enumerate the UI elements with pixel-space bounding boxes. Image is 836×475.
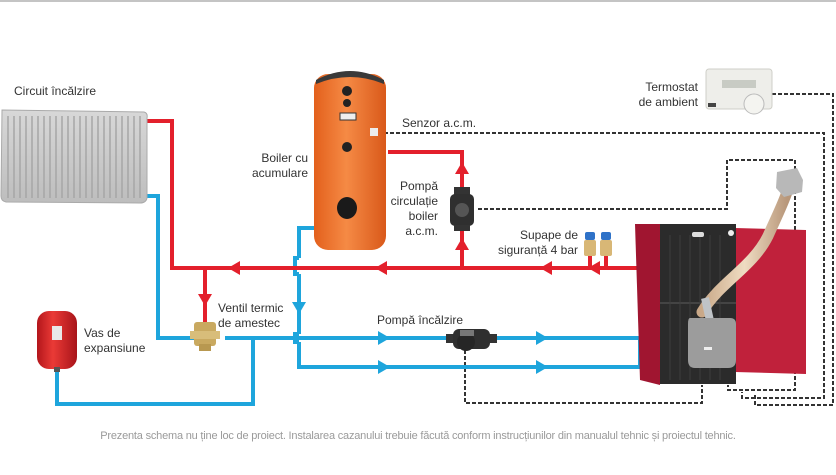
heating-pump-label: Pompă încălzire (377, 313, 464, 327)
arrow-hot-left (228, 261, 240, 275)
heating-pump (446, 329, 497, 351)
safety-valves-label-line2: siguranță 4 bar (497, 243, 578, 257)
safety-valves (584, 232, 612, 256)
burner (688, 318, 736, 368)
thermostat-label-line2: de ambient (638, 95, 698, 109)
arrow-cold-right (378, 331, 390, 345)
arrow-hot-up (455, 162, 469, 174)
expansion-vessel-label-line1: Vas de (84, 326, 121, 340)
arrow-cold-down (292, 302, 306, 314)
pellet-hopper-motor (776, 168, 803, 197)
dhw-tank-label-line2: acumulare (251, 166, 308, 180)
expansion-vessel (37, 311, 77, 372)
top-border (0, 0, 836, 2)
dhw-sensor-plate (370, 128, 378, 136)
thermostat-wire (754, 93, 834, 406)
arrow-hot-left (540, 261, 552, 275)
feed-hose (696, 186, 793, 318)
radiator-return-pipe (146, 194, 195, 340)
safety-valve-stubs (588, 256, 608, 268)
dhw-pump-wire (478, 159, 796, 391)
mixing-valve-label-line1: Ventil termic (218, 301, 284, 315)
brand-plate (339, 112, 357, 121)
arrow-cold-right (536, 360, 548, 374)
safety-valves-label: Supape de siguranță 4 bar (480, 228, 578, 258)
mixing-valve (190, 322, 220, 351)
radiator-label: Circuit încălzire (14, 84, 97, 98)
radiator-supply-pipe (146, 119, 640, 270)
expansion-pipe (55, 338, 255, 406)
heating-pump-wire (464, 350, 703, 404)
arrow-cold-right (536, 331, 548, 345)
boiler-left-panel (635, 224, 660, 385)
mixing-valve-label: Ventil termic de amestec (218, 301, 283, 331)
arrow-hot-down (198, 294, 212, 306)
dhw-sensor-label: Senzor a.c.m. (402, 116, 477, 130)
thermostat (705, 68, 773, 115)
dhw-tank (314, 71, 386, 250)
dhw-pump (450, 187, 474, 231)
dhw-pump-label-line3: boiler (408, 209, 438, 223)
pellet-boiler (635, 168, 806, 385)
arrow-hot-left (588, 261, 600, 275)
expansion-vessel-label: Vas de expansiune (84, 326, 145, 356)
boiler-right-panel (735, 228, 806, 374)
dhw-tank-label: Boiler cu acumulare (236, 151, 308, 181)
arrow-hot-left (375, 261, 387, 275)
expansion-vessel-label-line2: expansiune (84, 341, 146, 355)
dhw-pump-label-line1: Pompă (399, 179, 438, 193)
safety-valves-label-line1: Supape de (519, 228, 578, 242)
arrow-cold-right (378, 360, 390, 374)
mixing-valve-label-line2: de amestec (218, 316, 281, 330)
flow-arrows (198, 162, 600, 374)
thermostat-label: Termostat de ambient (622, 80, 698, 110)
radiator (0, 109, 148, 204)
thermostat-label-line1: Termostat (645, 80, 698, 94)
dhw-pump-label: Pompă circulație boiler a.c.m. (380, 179, 438, 239)
dhw-sensor-wire (378, 132, 825, 399)
arrow-hot-up (455, 238, 469, 250)
dhw-tank-label-line1: Boiler cu (261, 151, 308, 165)
disclaimer-footer: Prezenta schema nu ține loc de proiect. … (100, 430, 736, 442)
signal-lines (378, 93, 834, 406)
dhw-pump-label-line4: a.c.m. (405, 224, 438, 238)
dhw-pump-label-line2: circulație (390, 194, 438, 208)
